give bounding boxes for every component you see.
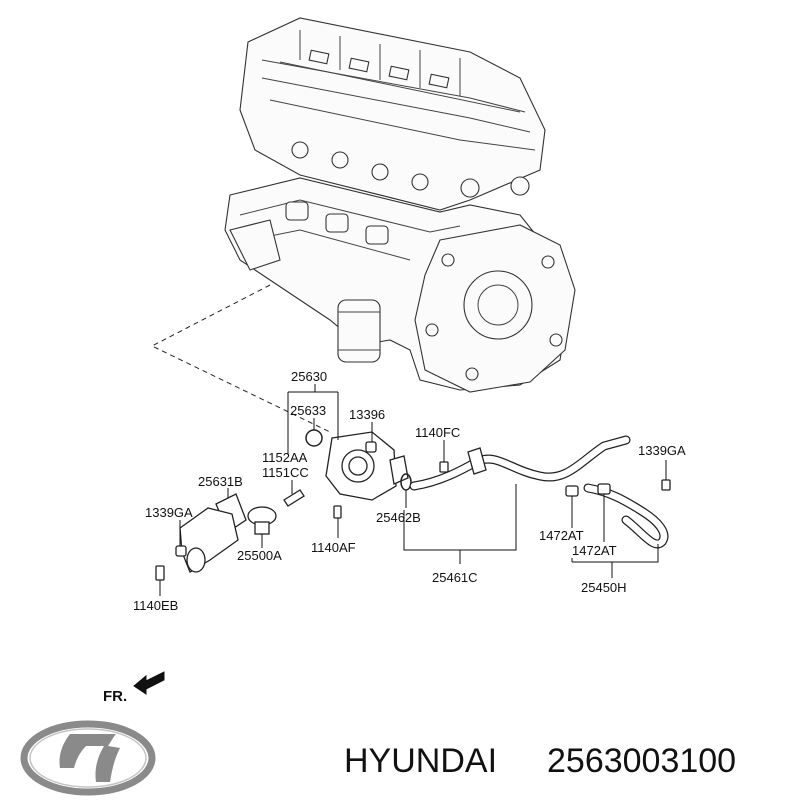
front-direction-indicator: FR. <box>103 671 165 705</box>
fr-label: FR. <box>103 688 127 705</box>
brand-name: HYUNDAI <box>344 742 497 780</box>
hose-pipe-group <box>409 435 671 549</box>
label-25630: 25630 <box>291 369 327 384</box>
label-25461C: 25461C <box>432 570 478 585</box>
part-number: 2563003100 <box>547 742 736 780</box>
leader-lines <box>159 384 667 596</box>
label-1152AA: 1152AA <box>262 450 308 465</box>
label-25450H: 25450H <box>581 580 627 595</box>
label-25462B: 25462B <box>376 510 421 525</box>
label-1472AT-a: 1472AT <box>539 528 584 543</box>
label-1472AT-b: 1472AT <box>572 543 617 558</box>
engine-illustration <box>224 17 576 393</box>
o-ring-25633 <box>305 429 323 447</box>
label-13396: 13396 <box>349 407 385 422</box>
label-25631B: 25631B <box>198 474 243 489</box>
label-1151CC: 1151CC <box>262 465 309 480</box>
part-labels: 25630 25633 13396 1140FC 1339GA 1152AA 1… <box>133 369 686 613</box>
label-1339GA-right: 1339GA <box>638 443 686 458</box>
label-25633: 25633 <box>290 403 326 418</box>
hyundai-logo-icon <box>20 720 156 796</box>
leader-dashed <box>150 284 331 433</box>
thermostat-housing-group <box>155 429 412 581</box>
label-1140FC: 1140FC <box>415 425 460 440</box>
label-1140EB: 1140EB <box>133 598 178 613</box>
label-25500A: 25500A <box>237 548 282 563</box>
label-1140AF: 1140AF <box>311 540 356 555</box>
label-1339GA-left: 1339GA <box>145 505 193 520</box>
arrow-icon <box>133 671 165 695</box>
